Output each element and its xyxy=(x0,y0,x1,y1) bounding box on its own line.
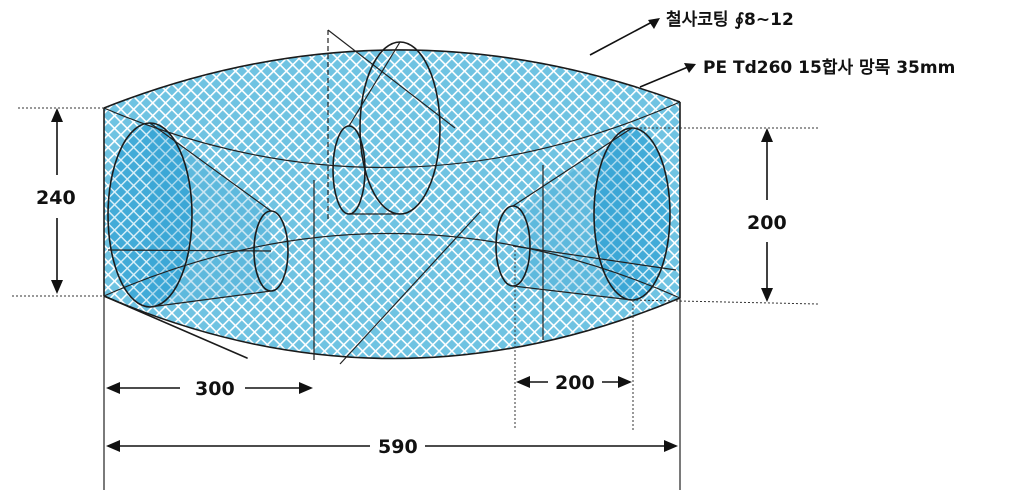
trap-body xyxy=(104,49,680,359)
total-length-label: 590 xyxy=(378,436,418,458)
left-entrance-width-dimension xyxy=(106,382,313,394)
callout-leaders xyxy=(589,18,696,88)
right-entrance-width-dimension xyxy=(514,250,634,430)
height-right-label: 200 xyxy=(747,212,787,234)
left-funnel-mouth-shade xyxy=(108,123,192,307)
trap-outline xyxy=(103,29,681,365)
netting-annotation: PE Td260 15합사 망목 35mm xyxy=(703,57,955,78)
right-height-dimension xyxy=(631,127,819,305)
coating-annotation: 철사코팅 ∮8~12 xyxy=(666,10,794,30)
right-funnel-mouth-shade xyxy=(594,128,670,300)
height-left-label: 240 xyxy=(36,187,76,209)
left-funnel xyxy=(107,122,289,308)
top-funnel xyxy=(332,41,441,215)
total-length-dimension xyxy=(103,296,681,490)
width-left-entrance-label: 300 xyxy=(195,378,235,400)
left-height-dimension xyxy=(12,107,104,297)
width-right-entrance-label: 200 xyxy=(555,372,595,394)
